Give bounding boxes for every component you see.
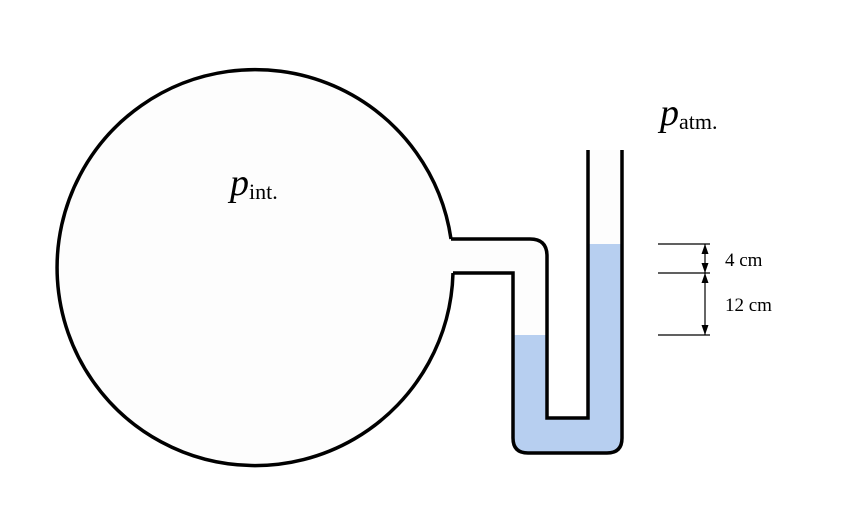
p-int-symbol: p [227, 162, 249, 204]
tube-outer-wall [453, 150, 624, 455]
water-column [513, 244, 622, 453]
p-atm-symbol: p [657, 92, 679, 134]
dim-lower-label: 12 cm [725, 295, 772, 316]
vessel-outline [55, 67, 455, 468]
p-int-subscript: int. [249, 179, 278, 204]
p-int-label: pint. [227, 162, 278, 204]
dimension-markers [658, 243, 710, 336]
vessel-fill [57, 69, 622, 466]
tube-inner-wall [451, 150, 590, 420]
dimension-arrows [701, 244, 709, 335]
dim-upper-label: 4 cm [725, 250, 763, 271]
p-atm-label: patm. [657, 92, 718, 134]
p-atm-subscript: atm. [679, 109, 718, 134]
